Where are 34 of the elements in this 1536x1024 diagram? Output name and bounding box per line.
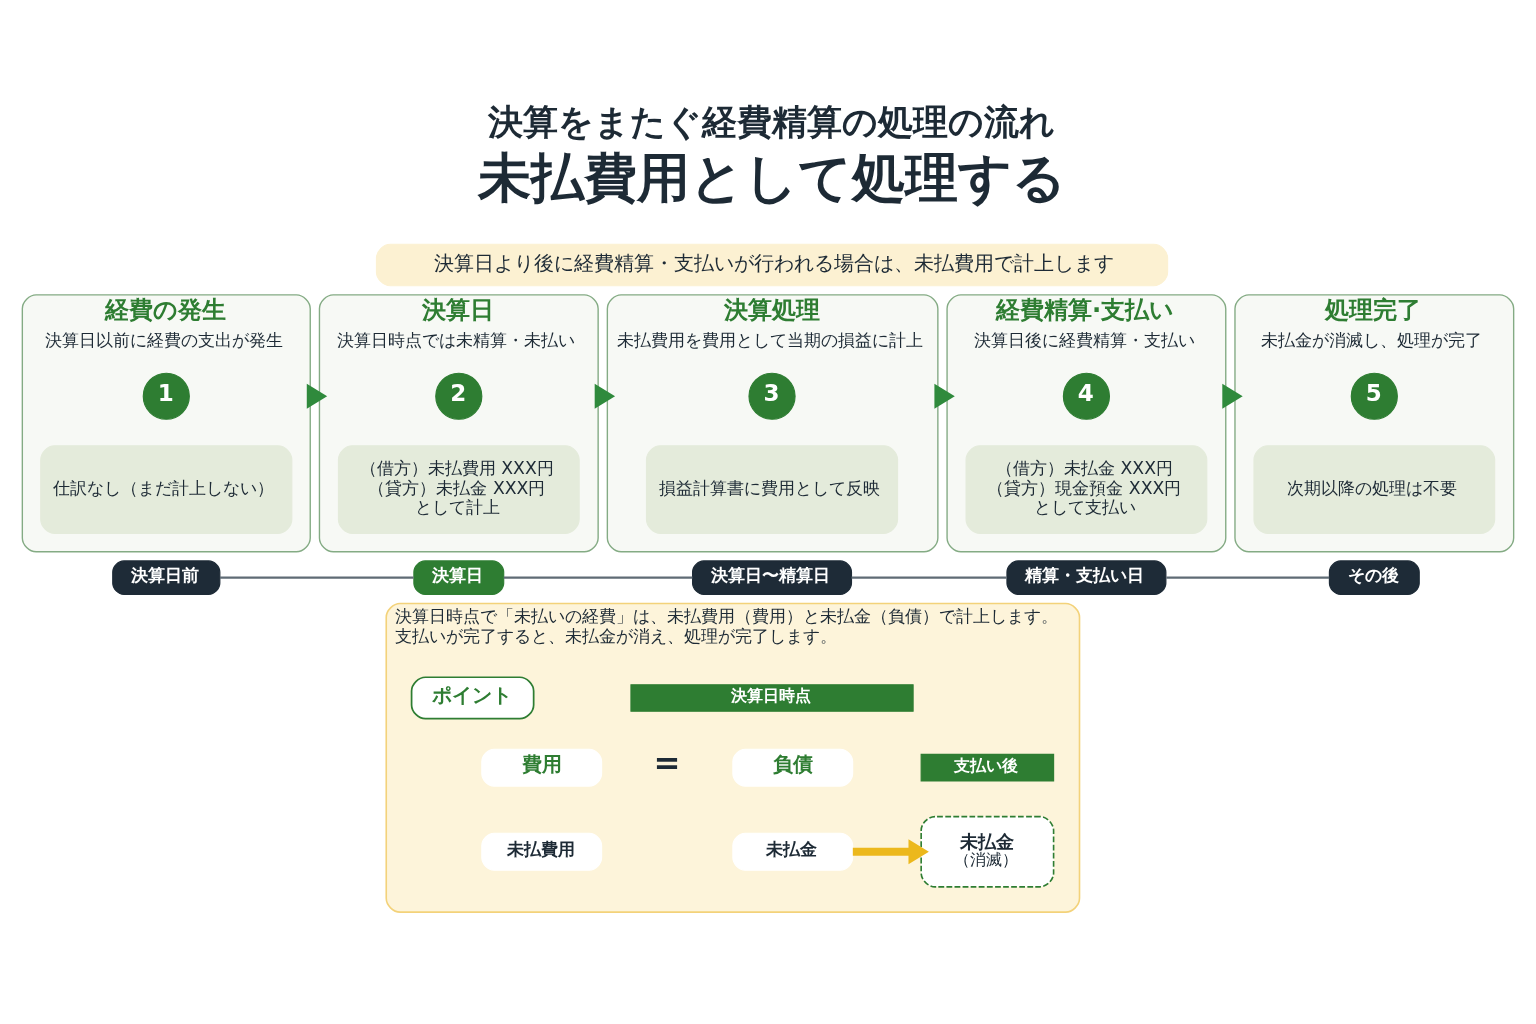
node-box: 未払金 <box>732 832 854 871</box>
diagram-title: 決算をまたぐ経費精算の処理の流れ <box>488 101 1056 142</box>
arrow <box>852 839 929 865</box>
node-box: ポイント <box>410 676 535 720</box>
node-box: 決算日時点 <box>630 684 914 712</box>
node-box: 精算・支払い日 <box>1006 560 1167 595</box>
node-circle: 5 <box>1350 372 1398 420</box>
connector <box>1166 576 1330 579</box>
node-box: 費用 <box>481 748 603 787</box>
node-circle: 3 <box>748 372 796 420</box>
node-box: 損益計算書に費用として反映 <box>645 445 899 534</box>
node-box: 決算日〜精算日 <box>692 560 853 595</box>
node-box: 仕訳なし（まだ計上しない） <box>40 445 293 534</box>
arrow <box>306 383 328 409</box>
node-box: （借方）未払費用 XXX円 （貸方）未払金 XXX円 として計上 <box>337 445 580 534</box>
node-box: その後 <box>1328 560 1420 595</box>
node-box: 未払金 （消滅） <box>920 815 1055 888</box>
label: 未払費用として処理する <box>477 146 1066 208</box>
node-box: 決算日前 <box>112 560 221 595</box>
node-circle: 2 <box>435 372 483 420</box>
connector <box>851 576 1007 579</box>
node-box: （借方）未払金 XXX円 （貸方）現金預金 XXX円 として支払い <box>965 445 1208 534</box>
node-circle: 1 <box>142 372 190 420</box>
node-box: 決算日より後に経費精算・支払いが行われる場合は、未払費用で計上します <box>375 243 1169 287</box>
connector <box>220 576 414 579</box>
node-circle: 4 <box>1062 372 1111 420</box>
connector <box>503 576 693 579</box>
node-box: 次期以降の処理は不要 <box>1253 445 1496 534</box>
node-box: 負債 <box>732 748 854 787</box>
node-box: 支払い後 <box>920 753 1055 782</box>
label: = <box>653 744 681 783</box>
arrow <box>594 383 616 409</box>
node-box: 未払費用 <box>481 832 603 871</box>
node-box: 決算日 <box>413 560 505 595</box>
